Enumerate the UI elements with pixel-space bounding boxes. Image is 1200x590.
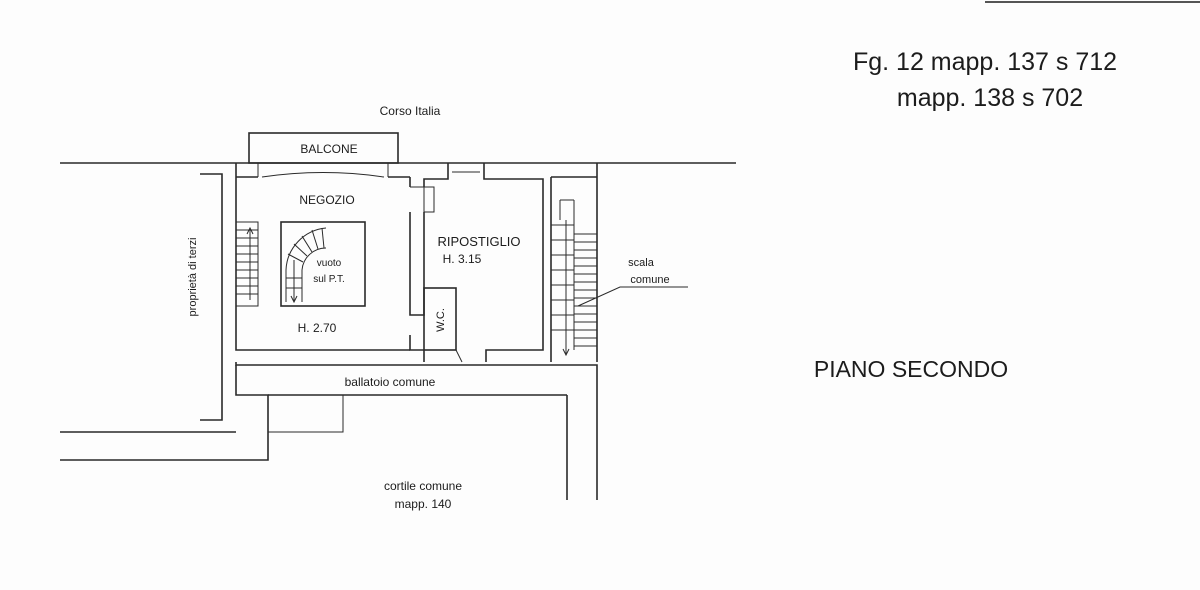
- void-opening: [280, 221, 366, 307]
- void-label-line1: vuoto: [317, 258, 342, 269]
- door-swing: [455, 349, 463, 363]
- walkway-wall-left: [60, 365, 269, 461]
- balcony-outline: [248, 132, 399, 164]
- walkway-niche: [268, 395, 344, 433]
- shop-height-label: H. 2.70: [298, 321, 337, 335]
- third-party-boundary: [200, 173, 223, 421]
- cadastral-reference-line1: Fg. 12 mapp. 137 s 712: [853, 48, 1117, 76]
- floor-title: PIANO SECONDO: [814, 356, 1008, 382]
- balcony-label: BALCONE: [300, 142, 357, 156]
- shop-label: NEGOZIO: [299, 193, 354, 207]
- storage-wall-top-left: [423, 163, 449, 187]
- wc-label: W.C.: [435, 308, 447, 332]
- storage-height-label: H. 3.15: [443, 252, 482, 266]
- wc-door-wall: [409, 335, 425, 362]
- stair-leader-line: [577, 286, 688, 307]
- window-arc: [261, 172, 385, 178]
- common-stair-label-line1: scala: [628, 257, 655, 269]
- common-stair-symbol: [551, 199, 597, 357]
- courtyard-label-line1: cortile comune: [384, 479, 462, 493]
- door-jamb: [423, 186, 435, 213]
- storage-wall: [483, 163, 544, 362]
- cadastral-reference-line2: mapp. 138 s 702: [897, 84, 1083, 112]
- third-party-property-label: proprietà di terzi: [187, 238, 199, 317]
- partition-wall: [409, 212, 425, 316]
- void-label-line2: sul P.T.: [313, 274, 345, 285]
- shop-stair-symbol: [235, 221, 259, 307]
- street-label: Corso Italia: [380, 104, 441, 118]
- common-stair-label-line2: comune: [630, 274, 669, 286]
- storage-label: RIPOSTIGLIO: [437, 234, 520, 249]
- walkway-wall-top: [235, 362, 598, 395]
- spiral-stair-symbol: [285, 227, 327, 304]
- wc-outline: [423, 287, 457, 351]
- courtyard-label-line2: mapp. 140: [395, 497, 452, 511]
- common-walkway-label: ballatoio comune: [345, 375, 436, 389]
